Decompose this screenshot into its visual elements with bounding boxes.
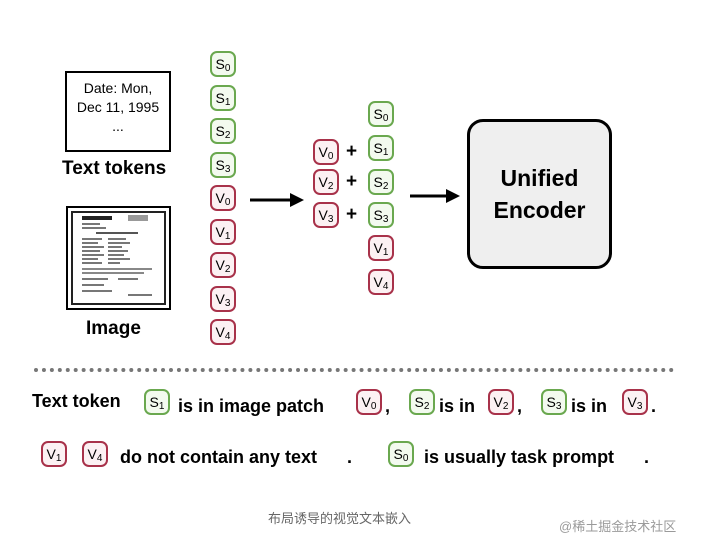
legend-is-in: is in <box>571 396 608 416</box>
document-text-box: Date: Mon, Dec 11, 1995 ... <box>65 71 171 152</box>
legend-token-v0: V0 <box>356 389 382 415</box>
arrow-to-merge-icon <box>250 193 304 207</box>
legend-is-in: is in <box>439 396 476 416</box>
legend-token-v4: V4 <box>82 441 108 467</box>
legend-period: . <box>651 396 657 416</box>
dotted-divider <box>34 368 674 372</box>
token-v2: V2 <box>210 252 236 278</box>
legend-task-prompt: is usually task prompt <box>424 447 615 467</box>
legend-token-s2: S2 <box>409 389 435 415</box>
token-s0: S0 <box>210 51 236 77</box>
legend-comma: , <box>385 396 391 416</box>
merged-token-s3: S3 <box>368 202 394 228</box>
legend-period: . <box>347 447 353 467</box>
merged-token-s1: S1 <box>368 135 394 161</box>
plus-sign: + <box>346 141 358 162</box>
token-v4: V4 <box>210 319 236 345</box>
encoder-title-line-1: Unified <box>500 165 579 191</box>
token-s2: S2 <box>210 118 236 144</box>
legend-token-s3: S3 <box>541 389 567 415</box>
token-s3: S3 <box>210 152 236 178</box>
unified-encoder-box: Unified Encoder <box>467 119 612 269</box>
document-scan-picture <box>71 211 166 305</box>
token-v1: V1 <box>210 219 236 245</box>
encoder-title-line-2: Encoder <box>493 197 586 223</box>
merged-token-v2: V2 <box>313 169 339 195</box>
legend-period: . <box>644 447 650 467</box>
text-tokens-label: Text tokens <box>62 158 167 179</box>
legend-token-s0: S0 <box>388 441 414 467</box>
image-label: Image <box>86 318 141 339</box>
merged-token-s0: S0 <box>368 101 394 127</box>
plus-sign: + <box>346 204 358 225</box>
token-s1: S1 <box>210 85 236 111</box>
legend-no-text: do not contain any text <box>120 447 318 467</box>
legend-text-token: Text token <box>32 391 121 411</box>
merged-token-v0: V0 <box>313 139 339 165</box>
legend-token-v2: V2 <box>488 389 514 415</box>
merged-token-v1: V1 <box>368 235 394 261</box>
merged-token-v3: V3 <box>313 202 339 228</box>
legend-is-in-image-patch: is in image patch <box>178 396 325 416</box>
doc-line-2: Dec 11, 1995 <box>76 99 160 115</box>
token-v3: V3 <box>210 286 236 312</box>
doc-line-1: Date: Mon, <box>83 80 153 96</box>
legend-token-v1: V1 <box>41 441 67 467</box>
merged-token-v4: V4 <box>368 269 394 295</box>
plus-sign: + <box>346 171 358 192</box>
watermark: @稀土掘金技术社区 <box>559 519 677 534</box>
figure-caption: 布局诱导的视觉文本嵌入 <box>268 511 412 526</box>
document-image <box>66 206 171 310</box>
arrow-to-encoder-icon <box>410 189 460 203</box>
legend-token-v3: V3 <box>622 389 648 415</box>
legend-token-s1: S1 <box>144 389 170 415</box>
legend-comma: , <box>517 396 523 416</box>
doc-line-3: ... <box>112 118 124 134</box>
token-v0: V0 <box>210 185 236 211</box>
merged-token-s2: S2 <box>368 169 394 195</box>
